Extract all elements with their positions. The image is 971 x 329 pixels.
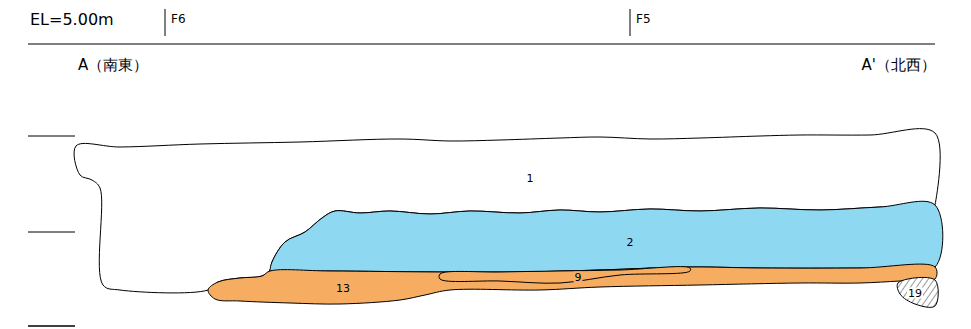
layer-number: 1 (526, 173, 535, 184)
scale-tick (28, 325, 75, 327)
layer-shape (897, 277, 938, 307)
grid-label: F5 (636, 13, 651, 25)
layer-shape (439, 267, 691, 284)
layer-number: 19 (907, 288, 923, 299)
layer-shape (208, 264, 937, 304)
soil-layer: 2 (268, 203, 937, 274)
layer-outline (438, 266, 692, 285)
layer-number: 13 (335, 283, 351, 294)
elevation-label: EL=5.00m (30, 12, 114, 28)
layer-ground (897, 277, 938, 307)
section-end-label: A'（北西） (862, 58, 936, 73)
grid-label: F6 (171, 13, 186, 25)
layer-outline (268, 203, 937, 274)
datum-line (28, 44, 935, 45)
layer-number: 9 (574, 272, 583, 283)
section-end-label: A（南東） (78, 58, 148, 73)
scale-tick (28, 232, 75, 233)
layer-shape (270, 201, 943, 272)
grid-tick (165, 9, 166, 36)
scale-tick (28, 136, 75, 137)
soil-layer: 9 (438, 266, 692, 285)
grid-tick (630, 9, 631, 36)
hatched-feature: 19 (896, 278, 937, 308)
layer-number: 2 (626, 237, 635, 248)
